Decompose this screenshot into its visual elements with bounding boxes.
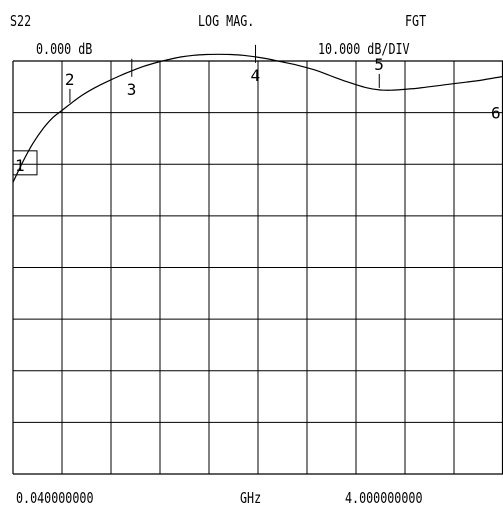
marker-label: 4: [251, 66, 261, 85]
graticule: [12, 60, 503, 475]
marker-label: 1: [15, 156, 25, 175]
mode-label: FGT: [405, 12, 427, 30]
parameter-label: S22: [10, 12, 32, 30]
trace-line: [12, 53, 503, 183]
scale-label: 10.000 dB/DIV: [318, 40, 410, 58]
marker-1: 1: [12, 150, 38, 176]
reference-level-label: 0.000 dB: [36, 40, 93, 58]
marker-label: 5: [374, 55, 384, 74]
frequency-unit-label: GHz: [240, 489, 262, 507]
stop-frequency-label: 4.000000000: [345, 489, 423, 507]
marker-3: 3: [127, 58, 137, 99]
marker-label: 2: [65, 70, 75, 89]
marker-label: 6: [491, 104, 501, 123]
format-label: LOG MAG.: [198, 12, 255, 30]
marker-box: [12, 150, 38, 176]
marker-5: 5: [374, 55, 384, 88]
marker-2: 2: [65, 70, 75, 103]
marker-6: 6: [491, 104, 501, 123]
start-frequency-label: 0.040000000: [16, 489, 94, 507]
marker-4: 4: [251, 44, 261, 85]
marker-layer: 1 2 3 4 5 6: [12, 44, 501, 176]
marker-label: 3: [127, 80, 137, 99]
